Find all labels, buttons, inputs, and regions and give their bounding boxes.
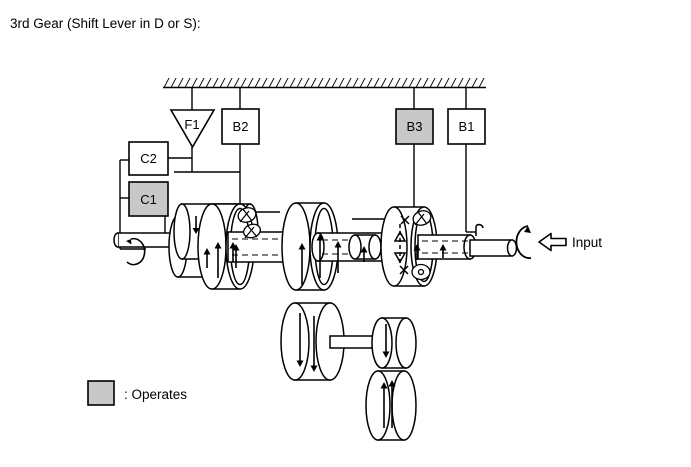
input-label: Input	[572, 235, 602, 250]
element-c1-label: C1	[140, 192, 157, 207]
planetary-front-pinions	[237, 207, 261, 239]
element-f1-label: F1	[184, 117, 199, 132]
element-b1-brake[interactable]: B1	[447, 108, 486, 145]
b1-connector-bracket	[475, 223, 484, 236]
element-b2-label: B2	[233, 119, 249, 134]
element-c2-label: C2	[140, 151, 157, 166]
output-shaft-left	[113, 232, 176, 248]
connector-lines	[119, 87, 476, 250]
planetary-rear-pinions	[411, 210, 432, 281]
element-b3-label: B3	[407, 119, 423, 134]
legend: : Operates	[87, 380, 187, 406]
element-b1-label: B1	[459, 119, 475, 134]
gear-train-assembly	[113, 202, 518, 441]
element-b2-brake[interactable]: B2	[221, 108, 260, 145]
input-shaft-rear	[417, 234, 477, 260]
counter-driven-gear	[371, 317, 417, 369]
input-indicator: Input	[515, 225, 602, 259]
legend-swatch	[87, 380, 115, 406]
legend-label: : Operates	[124, 387, 187, 402]
transmission-case-ground	[163, 78, 486, 89]
element-c1-clutch[interactable]: C1	[128, 181, 169, 217]
differential-ring-gear	[365, 370, 417, 441]
element-c2-clutch[interactable]: C2	[128, 141, 169, 176]
drum-center-small	[348, 234, 382, 260]
page-title: 3rd Gear (Shift Lever in D or S):	[10, 16, 201, 31]
rear-locked-markers	[393, 215, 410, 275]
input-arrow-icon	[538, 232, 567, 252]
input-shaft-end	[469, 239, 518, 257]
element-b3-brake[interactable]: B3	[395, 108, 434, 145]
element-f1-one-way-clutch[interactable]: F1	[169, 109, 216, 149]
rotation-direction-arrows	[126, 216, 447, 428]
